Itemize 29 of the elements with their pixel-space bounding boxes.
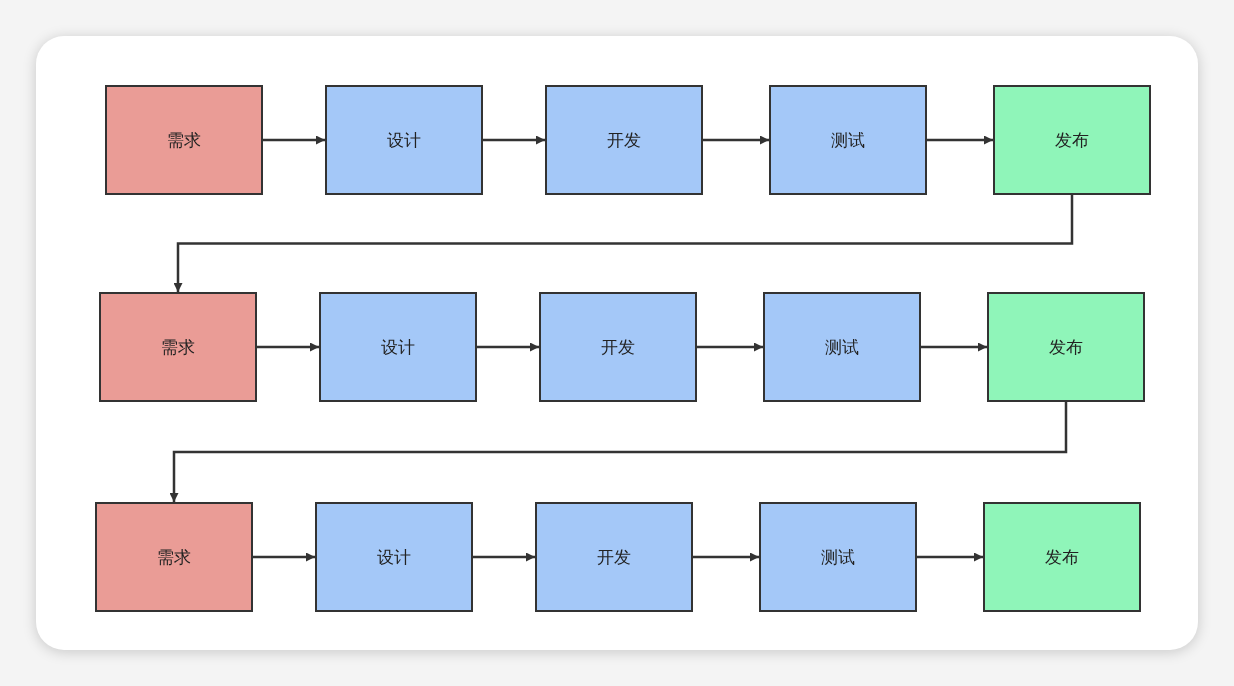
- process-box: 开发: [535, 502, 693, 612]
- arrow: [169, 402, 1068, 502]
- arrow: [477, 342, 539, 352]
- process-box: 设计: [319, 292, 477, 402]
- arrow: [917, 552, 983, 562]
- process-box: 设计: [315, 502, 473, 612]
- release-box: 发布: [993, 85, 1151, 195]
- arrow: [697, 342, 763, 352]
- arrow: [927, 135, 993, 145]
- process-box: 测试: [763, 292, 921, 402]
- arrow: [173, 195, 1074, 292]
- arrow: [473, 552, 535, 562]
- process-box: 测试: [759, 502, 917, 612]
- arrow: [483, 135, 545, 145]
- process-box: 开发: [539, 292, 697, 402]
- requirement-box: 需求: [99, 292, 257, 402]
- arrow: [253, 552, 315, 562]
- arrow: [257, 342, 319, 352]
- process-box: 开发: [545, 85, 703, 195]
- process-box: 设计: [325, 85, 483, 195]
- release-box: 发布: [987, 292, 1145, 402]
- arrow: [703, 135, 769, 145]
- process-box: 测试: [769, 85, 927, 195]
- arrow: [693, 552, 759, 562]
- arrow: [921, 342, 987, 352]
- requirement-box: 需求: [105, 85, 263, 195]
- requirement-box: 需求: [95, 502, 253, 612]
- release-box: 发布: [983, 502, 1141, 612]
- arrow: [263, 135, 325, 145]
